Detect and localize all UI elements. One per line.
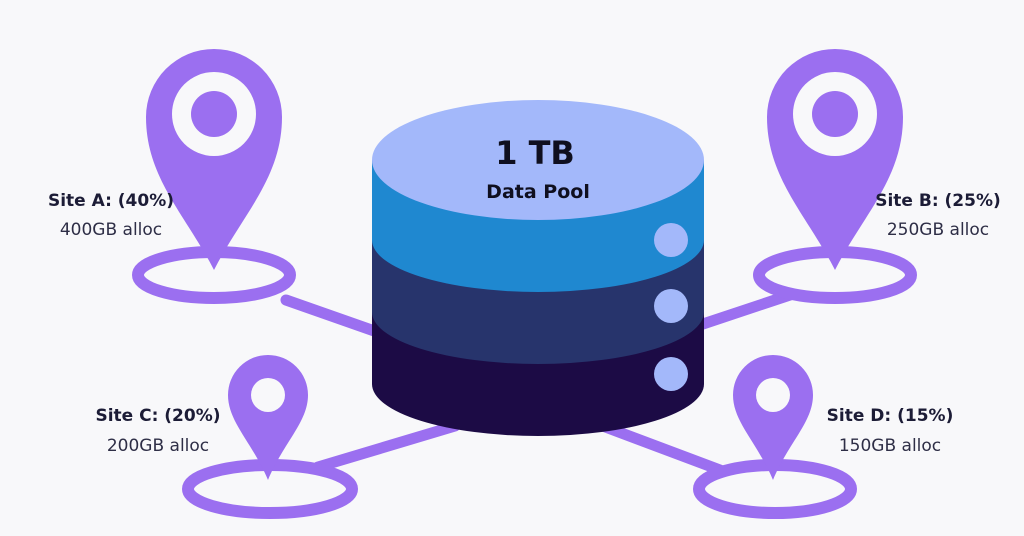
site-c-pin — [182, 355, 358, 519]
pin-hole — [251, 378, 285, 412]
connector-site-b — [694, 289, 796, 331]
site-c-allocation: 200GB alloc — [107, 436, 209, 456]
connector-site-a — [280, 294, 386, 339]
pool-size: 1 TB — [495, 134, 575, 172]
site-d-label: Site D: (15%) — [827, 406, 954, 426]
site-b-label: Site B: (25%) — [875, 191, 1001, 211]
pin-center-dot — [812, 91, 858, 137]
database-cylinder-icon — [372, 100, 704, 436]
pin-center-dot — [191, 91, 237, 137]
site-b-allocation: 250GB alloc — [887, 220, 989, 240]
map-pin-icon — [228, 355, 308, 480]
connector-site-c — [312, 420, 461, 473]
site-b-pin — [753, 49, 917, 304]
site-d-pin — [693, 355, 857, 519]
connector-site-d — [594, 419, 726, 476]
indicator-dot-1 — [654, 223, 688, 257]
pin-hole — [756, 378, 790, 412]
site-a-label: Site A: (40%) — [48, 191, 174, 211]
indicator-dot-2 — [654, 289, 688, 323]
site-a-allocation: 400GB alloc — [60, 220, 162, 240]
pool-name: Data Pool — [486, 181, 590, 203]
site-a-pin — [132, 49, 296, 304]
site-d-allocation: 150GB alloc — [839, 436, 941, 456]
site-c-label: Site C: (20%) — [95, 406, 220, 426]
connectors — [280, 289, 796, 476]
indicator-dot-3 — [654, 357, 688, 391]
map-pin-icon — [733, 355, 813, 480]
cylinder-top — [372, 100, 704, 220]
